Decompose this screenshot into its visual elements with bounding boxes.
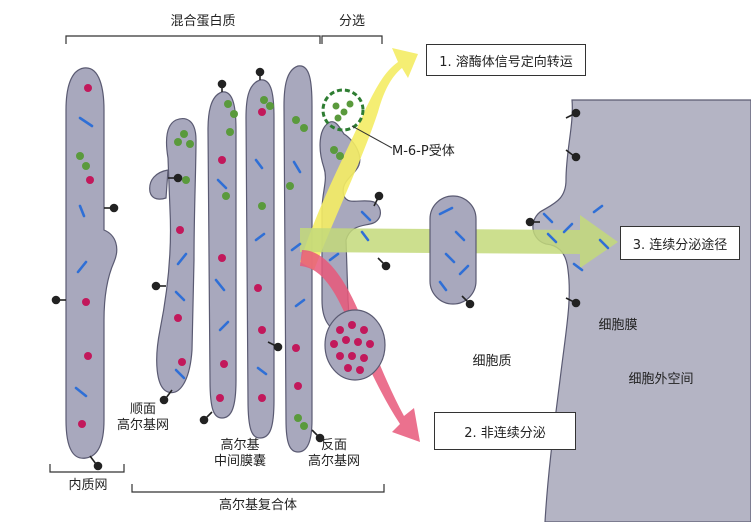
m6p-vesicle (321, 88, 365, 132)
medial-cisterna-2 (245, 79, 275, 439)
trans-golgi-label-line2: 高尔基网 (307, 454, 360, 469)
m6p-pointer-line (351, 125, 393, 149)
green-proteins (76, 96, 344, 430)
trans-golgi-label-line1: 反面 (320, 438, 347, 453)
er-bracket (49, 464, 125, 473)
cis-golgi-label-line1: 顺面 (129, 402, 156, 417)
discontinuous-secretion-box: 2. 非连续分泌 (434, 412, 576, 450)
sorting-label: 分选 (338, 14, 365, 29)
m6p-receptor-label: M-6-P受体 (392, 144, 455, 159)
mixed-protein-bracket (65, 35, 321, 44)
cis-golgi-network (149, 118, 197, 394)
cis-golgi-label-line2: 高尔基网 (116, 418, 169, 433)
cell-membrane-label: 细胞膜 (598, 318, 638, 333)
endoplasmic-reticulum-label: 内质网 (68, 478, 108, 493)
transport-vesicle (429, 195, 477, 305)
golgi-complex-bracket (131, 484, 385, 493)
medial-cisterna-3 (283, 65, 313, 453)
endoplasmic-reticulum (65, 67, 118, 459)
cell-membrane-region (532, 99, 751, 523)
sorting-bracket (321, 35, 383, 44)
continuous-secretion-box: 3. 连续分泌途径 (620, 226, 740, 260)
blue-rod-proteins (74, 116, 610, 398)
cytoplasm-label: 细胞质 (472, 354, 512, 369)
m6p-vesicle-proteins (332, 100, 354, 122)
golgi-complex-label: 高尔基复合体 (218, 498, 297, 513)
magenta-proteins (78, 84, 302, 428)
mixed-protein-label: 混合蛋白质 (170, 14, 236, 29)
lysosome-signal-box: 1. 溶酶体信号定向转运 (426, 44, 586, 76)
granule-protein-cluster (330, 321, 374, 374)
extracellular-space-label: 细胞外空间 (628, 372, 694, 387)
receptors (51, 67, 581, 471)
medial-cisternae-label-line1: 高尔基 (220, 438, 260, 453)
medial-cisternae-label-line2: 中间膜囊 (213, 454, 266, 469)
lysosome-arrow (300, 48, 418, 270)
